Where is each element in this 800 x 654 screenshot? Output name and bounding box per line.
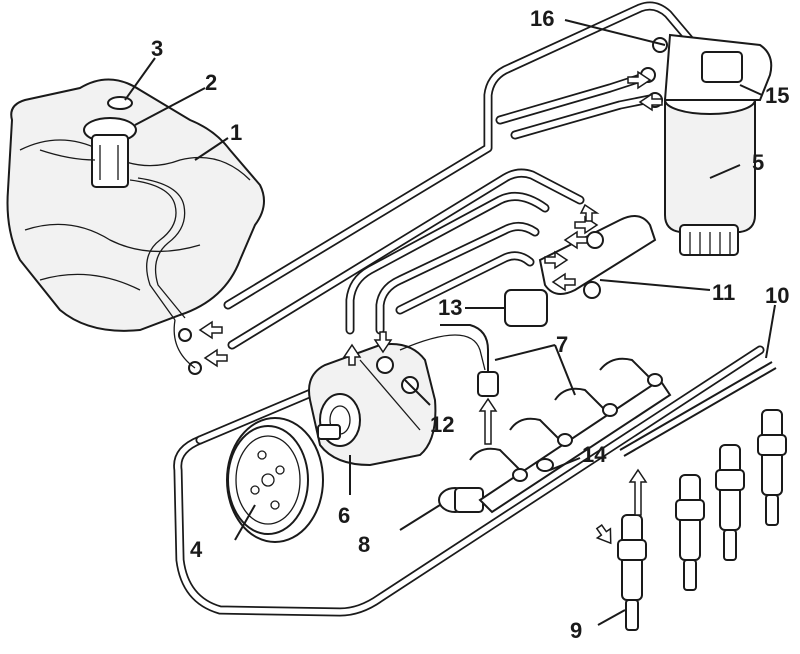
fuel-tank [6, 78, 265, 375]
injectors [617, 409, 787, 631]
fuel-rail [440, 324, 672, 514]
fuel-lines [173, 1, 765, 617]
label-9: 9 [570, 618, 582, 643]
label-15: 15 [765, 83, 789, 108]
label-2: 2 [205, 70, 217, 95]
label-1: 1 [230, 120, 242, 145]
label-3: 3 [151, 36, 163, 61]
pressure-regulator [438, 487, 484, 513]
label-13: 13 [438, 295, 462, 320]
label-12: 12 [430, 412, 454, 437]
label-11: 11 [712, 280, 735, 305]
label-14: 14 [582, 442, 607, 467]
label-10: 10 [765, 283, 789, 308]
high-pressure-pump [308, 334, 486, 467]
leader-lines [124, 19, 776, 626]
pump-drive-pulley [226, 417, 324, 543]
callout-labels: 1 2 3 4 5 6 7 8 9 10 11 12 13 14 15 16 [151, 6, 789, 643]
label-4: 4 [190, 537, 203, 562]
label-8: 8 [358, 532, 370, 557]
label-7: 7 [556, 332, 568, 357]
label-5: 5 [752, 150, 764, 175]
return-line [619, 361, 777, 457]
fuel-valve-block [504, 215, 657, 327]
label-6: 6 [338, 503, 350, 528]
label-16: 16 [530, 6, 554, 31]
flow-arrows [198, 70, 663, 545]
fuel-filter [640, 33, 773, 256]
